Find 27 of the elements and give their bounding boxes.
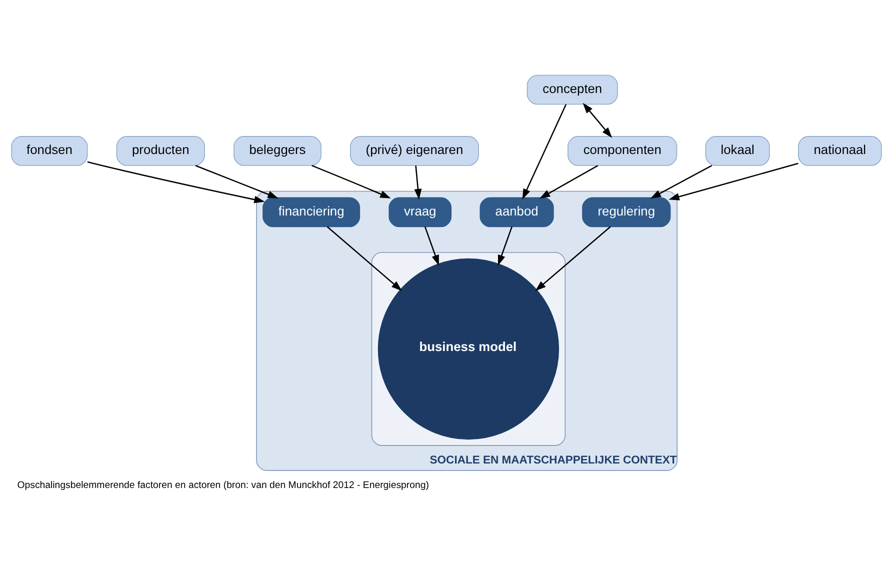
arrow [535,226,611,291]
arrow [498,226,513,266]
arrow [424,226,439,266]
node-box: beleggers [234,136,322,166]
arrow [668,162,798,200]
node-box: fondsen [11,136,88,166]
arrow [539,164,598,198]
node-box: nationaal [798,136,882,166]
node-box: lokaal [705,136,770,166]
arrow [582,102,612,138]
arrow [195,164,278,198]
arrow [312,164,391,198]
node-box: producten [116,136,205,166]
node-box: (privé) eigenaren [350,136,479,166]
arrow [326,226,402,291]
caption: Opschalingsbelemmerende factoren en actoren (bron: van den Munckhof 2012 - Energiesprong) [17,479,429,490]
node-box: componenten [568,136,678,166]
node-box: vraag [388,196,452,227]
arrow [650,164,712,198]
node-box: financiering [262,196,360,227]
arrow [87,160,265,203]
node-box: regulering [582,196,671,227]
node-circle: business model [378,258,560,440]
arrow [522,104,567,199]
node-box: concepten [526,74,618,104]
node-box: aanbod [480,196,554,227]
arrow [414,165,422,200]
